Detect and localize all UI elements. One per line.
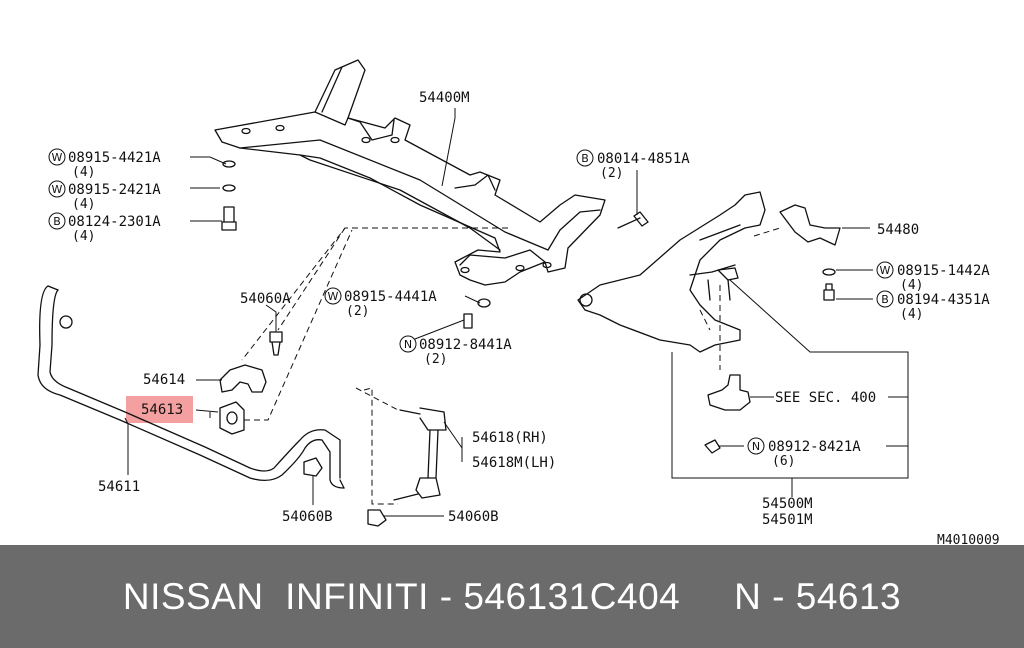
bolt-drawing <box>617 211 649 229</box>
svg-text:B: B <box>581 152 589 165</box>
label-bolt-w1-qty: (4) <box>72 165 95 180</box>
label-bolt-w2: 08915-2421A <box>68 182 161 198</box>
label-bolt-b1-qty: (4) <box>72 229 95 244</box>
label-nut-n1-qty: (2) <box>424 352 447 367</box>
label-bolt-b2: 08014-4851A <box>597 151 690 167</box>
svg-text:W: W <box>328 290 339 303</box>
bushing-drawing <box>219 401 245 435</box>
label-bolt-w2-qty: (4) <box>72 197 95 212</box>
washer-stack-drawing <box>221 160 237 231</box>
bracket-drawing <box>779 204 841 246</box>
label-link-rh: 54618(RH) <box>472 430 548 446</box>
badge-n1: N <box>399 335 417 353</box>
label-nut-54060b-right: 54060B <box>448 509 499 525</box>
stabilizer-drawing <box>37 285 345 489</box>
label-washer-w3: 08915-1442A <box>897 263 990 279</box>
label-figure-code: M4010009 <box>937 533 1000 545</box>
svg-text:N: N <box>404 338 412 351</box>
badge-w3: W <box>876 261 894 279</box>
clamp-drawing <box>219 364 267 393</box>
svg-text:B: B <box>881 293 889 306</box>
label-nut-n2-qty: (6) <box>772 454 795 469</box>
ball-joint-drawing <box>704 374 751 454</box>
label-bolt-b1: 08124-2301A <box>68 214 161 230</box>
svg-text:W: W <box>52 183 63 196</box>
crossmember-drawing <box>214 59 606 286</box>
svg-text:W: W <box>52 151 63 164</box>
label-bolt-b3: 08194-4351A <box>897 292 990 308</box>
label-bolt-54060a: 54060A <box>240 291 291 307</box>
label-see-sec: SEE SEC. 400 <box>775 390 876 406</box>
badge-w4: W <box>324 287 342 305</box>
badge-w2: W <box>48 180 66 198</box>
label-arm-rh: 54500M <box>762 496 813 512</box>
badge-b3: B <box>876 290 894 308</box>
highlight-box <box>126 396 193 423</box>
footer-bar: NISSAN INFINITI - 546131C404 N - 54613 <box>0 545 1024 648</box>
label-bolt-b3-qty: (4) <box>900 307 923 322</box>
label-washer-w4: 08915-4441A <box>344 289 437 305</box>
label-washer-w4-qty: (2) <box>346 304 369 319</box>
label-stabilizer: 54611 <box>98 479 140 495</box>
badge-b2: B <box>576 149 594 167</box>
link-drawing <box>367 407 447 527</box>
label-bracket: 54480 <box>877 222 919 238</box>
label-washer-w3-qty: (4) <box>900 278 923 293</box>
label-clamp: 54614 <box>143 372 185 388</box>
badge-b1: B <box>48 212 66 230</box>
svg-text:N: N <box>752 440 760 453</box>
label-bushing: 54613 <box>141 402 183 418</box>
label-bolt-b2-qty: (2) <box>600 166 623 181</box>
label-bolt-w1: 08915-4421A <box>68 150 161 166</box>
label-link-lh: 54618M(LH) <box>472 455 556 471</box>
parts-diagram: W W B B W B W N N 54400M 08915-4421A (4)… <box>37 59 1000 545</box>
svg-text:W: W <box>880 264 891 277</box>
label-nut-n2: 08912-8421A <box>768 439 861 455</box>
label-crossmember: 54400M <box>419 90 470 106</box>
footer-part-number: NISSAN INFINITI - 546131C404 N - 54613 <box>122 575 902 617</box>
badge-n2: N <box>747 437 765 455</box>
lower-arm-drawing <box>577 191 766 353</box>
label-arm-lh: 54501M <box>762 512 813 528</box>
label-nut-n1: 08912-8441A <box>419 337 512 353</box>
svg-text:B: B <box>53 215 61 228</box>
label-nut-54060b-left: 54060B <box>282 509 333 525</box>
badge-w1: W <box>48 148 66 166</box>
